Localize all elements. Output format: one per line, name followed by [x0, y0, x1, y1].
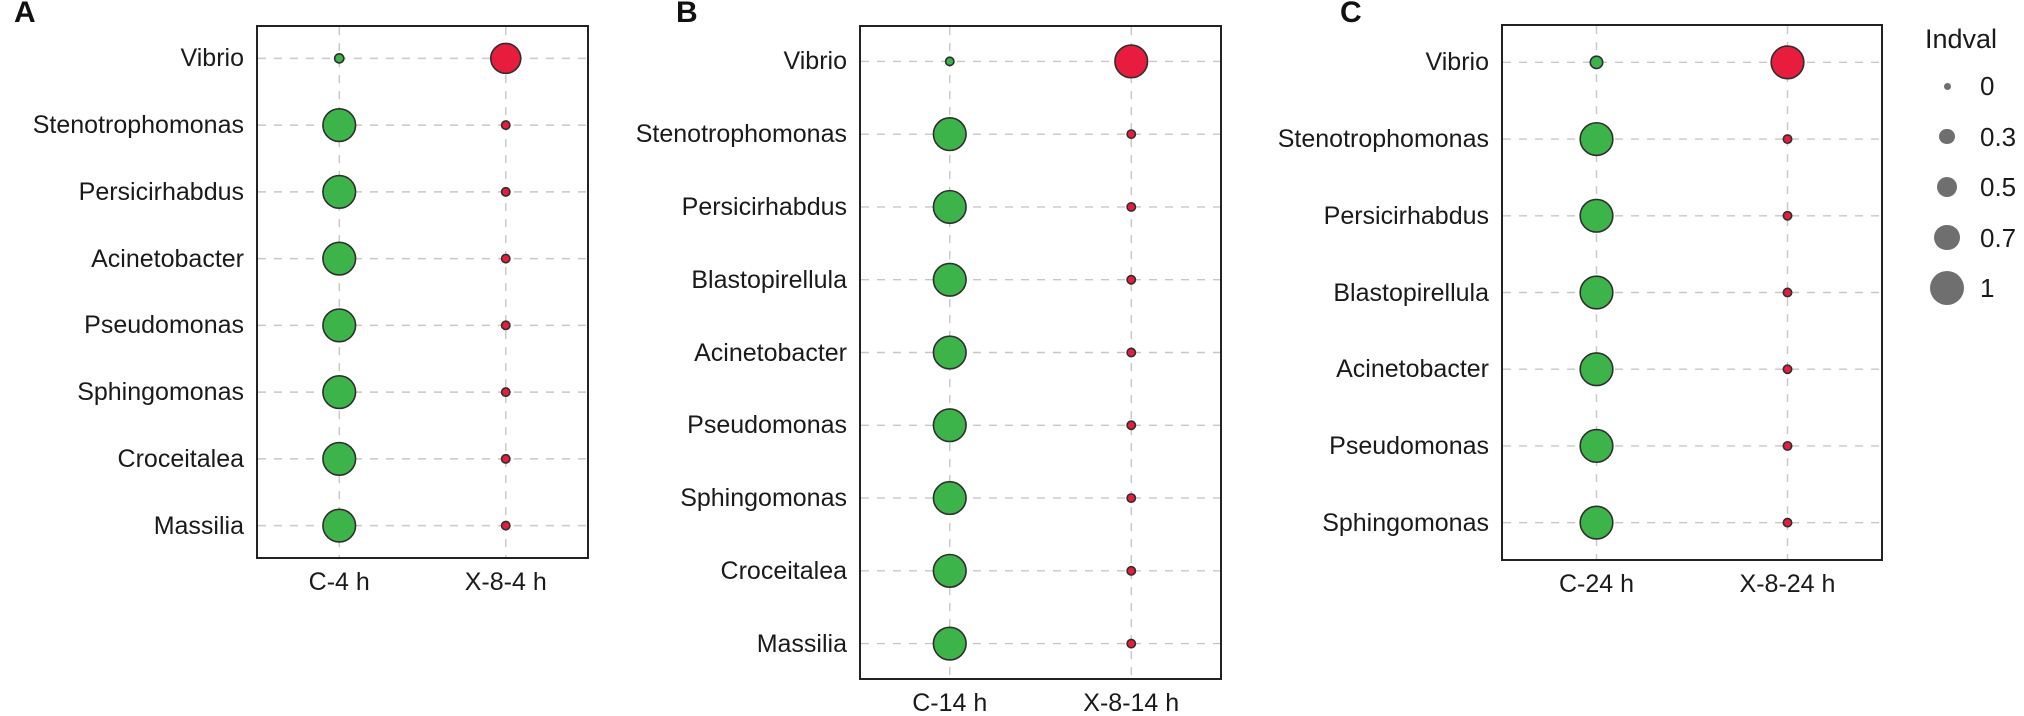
y-axis-label: Stenotrophomonas [32, 111, 244, 140]
legend-size-dot [1934, 224, 1960, 251]
bubble [500, 320, 511, 331]
bubble [1782, 517, 1793, 528]
legend-size-label: 1 [1980, 273, 1995, 303]
y-axis-label: Blastopirellula [1333, 278, 1489, 307]
bubble [1579, 428, 1614, 464]
bubble [1126, 201, 1137, 212]
y-axis-label: Vibrio [180, 44, 244, 73]
bubble [1589, 55, 1604, 70]
x-axis-label: C-24 h [1558, 570, 1635, 598]
bubble [500, 120, 511, 131]
plot-area [256, 25, 589, 559]
x-axis-label: X-8-24 h [1739, 570, 1836, 598]
y-axis-label: Massilia [756, 629, 847, 658]
bubble [932, 480, 967, 516]
plot-area [859, 25, 1222, 680]
bubble [333, 52, 345, 64]
bubble [1126, 420, 1137, 431]
bubble [944, 56, 955, 67]
legend-size-label: 0.5 [1980, 172, 2017, 202]
bubble [1782, 134, 1793, 145]
y-axis-label: Massilia [153, 511, 244, 540]
bubble [1126, 493, 1137, 504]
x-axis-label: X-8-14 h [1083, 689, 1180, 716]
bubble [1126, 347, 1137, 358]
bubble [322, 374, 357, 410]
bubble [1782, 287, 1793, 298]
bubble [932, 408, 967, 443]
bubble [500, 186, 511, 197]
bubble [932, 262, 967, 297]
y-axis-label: Croceitalea [117, 444, 244, 473]
panel-letter: C [1340, 0, 1362, 29]
bubble [1579, 505, 1614, 540]
bubble [322, 508, 357, 543]
y-axis-label: Acinetobacter [1336, 355, 1489, 384]
size-legend: Indval 0 0.3 0.5 0.7 1 [1898, 20, 2024, 350]
bubble [1770, 45, 1805, 80]
y-axis-label: Croceitalea [720, 556, 847, 585]
panel-letter: A [14, 0, 36, 29]
y-axis-label: Vibrio [1425, 48, 1489, 77]
bubble [322, 174, 357, 210]
y-axis-label: Vibrio [783, 47, 847, 76]
bubble [1126, 274, 1137, 285]
y-axis-label: Sphingomonas [77, 378, 244, 407]
y-axis-label: Pseudomonas [1329, 431, 1489, 460]
bubble [489, 42, 522, 75]
bubble [1579, 352, 1614, 387]
bubble [1782, 440, 1793, 451]
y-axis-label: Pseudomonas [84, 311, 244, 340]
bubble [932, 553, 967, 588]
legend-size-dot [1939, 128, 1955, 145]
bubble [322, 241, 357, 276]
y-axis-label: Persicirhabdus [78, 177, 244, 206]
y-axis-label: Persicirhabdus [681, 192, 847, 221]
y-axis-label: Acinetobacter [694, 338, 847, 367]
bubble [932, 189, 967, 225]
legend-size-label: 0 [1980, 71, 1995, 101]
bubble [1126, 638, 1137, 649]
y-axis-label: Persicirhabdus [1323, 201, 1489, 230]
bubble [932, 117, 967, 152]
legend-title: Indval [1924, 24, 1998, 54]
legend-size-label: 0.3 [1980, 121, 2017, 152]
bubble [322, 308, 357, 343]
bubble [932, 335, 967, 370]
legend-size-dot [1943, 82, 1951, 90]
legend-size-dot [1936, 176, 1958, 198]
y-axis-label: Stenotrophomonas [1277, 125, 1489, 154]
y-axis-label: Sphingomonas [1322, 508, 1489, 537]
bubble [500, 520, 511, 531]
bubble [500, 453, 511, 464]
bubble [1782, 364, 1793, 375]
legend-size-dot [1930, 271, 1964, 305]
plot-frame [859, 25, 1222, 680]
bubble [322, 441, 357, 476]
y-axis-label: Stenotrophomonas [635, 120, 847, 149]
y-axis-label: Blastopirellula [691, 265, 847, 294]
bubble [500, 253, 511, 264]
y-axis-label: Sphingomonas [680, 484, 847, 513]
bubble [1579, 121, 1614, 157]
bubble [1579, 198, 1614, 233]
bubble [500, 387, 511, 398]
bubble [1579, 275, 1614, 310]
plot-area [1501, 24, 1883, 561]
bubble [322, 108, 357, 143]
plot-frame [256, 25, 589, 559]
panel-letter: B [676, 0, 698, 29]
bubble [1126, 129, 1137, 140]
bubble [1126, 565, 1137, 576]
plot-frame [1501, 24, 1883, 561]
bubble [1114, 44, 1149, 79]
y-axis-label: Pseudomonas [687, 411, 847, 440]
y-axis-label: Acinetobacter [91, 244, 244, 273]
bubble [932, 626, 967, 661]
legend-size-label: 0.7 [1980, 222, 2017, 253]
x-axis-label: X-8-4 h [464, 568, 547, 596]
x-axis-label: C-4 h [308, 568, 370, 596]
x-axis-label: C-14 h [912, 689, 988, 716]
bubble [1782, 210, 1793, 221]
